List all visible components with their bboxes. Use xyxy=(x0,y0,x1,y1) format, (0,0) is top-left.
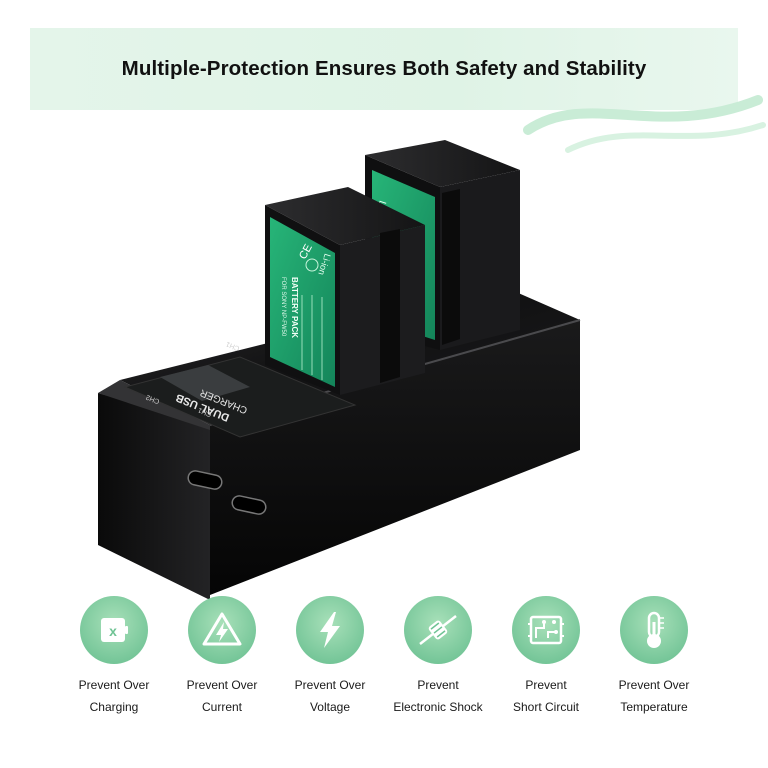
feature-prevent-electronic-shock: Prevent Electronic Shock xyxy=(384,596,492,726)
feature-circle xyxy=(512,596,580,664)
feature-line2: Short Circuit xyxy=(512,700,580,714)
feature-line1: Prevent Over xyxy=(618,678,690,692)
feature-prevent-over-voltage: Prevent Over Voltage xyxy=(276,596,384,726)
feature-line1: Prevent Over xyxy=(186,678,258,692)
feature-prevent-over-current: Prevent Over Current xyxy=(168,596,276,726)
svg-text:x: x xyxy=(109,623,117,639)
feature-circle xyxy=(296,596,364,664)
battery-front-label2: FOR SONY NP-FW50 xyxy=(280,277,286,337)
thermometer-icon xyxy=(647,611,664,648)
features-row: x Prevent Over Charging Prevent Over Cur… xyxy=(60,596,708,726)
feature-circle xyxy=(404,596,472,664)
feature-prevent-over-temperature: Prevent Over Temperature xyxy=(600,596,708,726)
feature-line2: Temperature xyxy=(620,700,688,714)
circuit-board-icon xyxy=(528,615,564,645)
battery-front-label1: BATTERY PACK xyxy=(290,277,299,338)
feature-line2: Voltage xyxy=(309,700,351,714)
warning-bolt-icon xyxy=(202,612,242,646)
usb-c-port-2 xyxy=(231,495,267,515)
charger-left-face xyxy=(98,393,210,600)
feature-circle xyxy=(188,596,256,664)
feature-circle xyxy=(620,596,688,664)
lcd-display xyxy=(160,365,250,401)
page-title: Multiple-Protection Ensures Both Safety … xyxy=(121,57,647,80)
battery-front: CE BATTERY PACK FOR SONY NP-FW50 Li-ion xyxy=(265,187,425,395)
feature-circle: x xyxy=(80,596,148,664)
lightning-bolt-icon xyxy=(320,612,340,648)
charger-front-face xyxy=(210,320,580,595)
electronic-component-icon xyxy=(419,615,457,645)
decorative-swirl xyxy=(523,95,766,153)
usb-c-port-1 xyxy=(187,470,223,490)
feature-line1: Prevent xyxy=(525,678,567,692)
feature-prevent-over-charging: x Prevent Over Charging xyxy=(60,596,168,726)
feature-prevent-short-circuit: Prevent Short Circuit xyxy=(492,596,600,726)
feature-line1: Prevent Over xyxy=(294,678,366,692)
feature-line1: Prevent xyxy=(417,678,459,692)
feature-line2: Current xyxy=(201,700,242,714)
charger-product-image: DUAL USB CHARGER CH2 CH1 CH1 Li-ion CE B… xyxy=(98,140,581,600)
feature-line1: Prevent Over xyxy=(78,678,150,692)
ch1-label: CH1 xyxy=(197,406,213,418)
header-banner xyxy=(30,28,738,110)
ch2-label: CH2 xyxy=(145,393,161,405)
feature-line2: Charging xyxy=(89,700,139,714)
feature-line2: Electronic Shock xyxy=(393,700,483,714)
slot-label: CH1 xyxy=(225,340,241,352)
battery-x-icon: x xyxy=(101,618,128,642)
